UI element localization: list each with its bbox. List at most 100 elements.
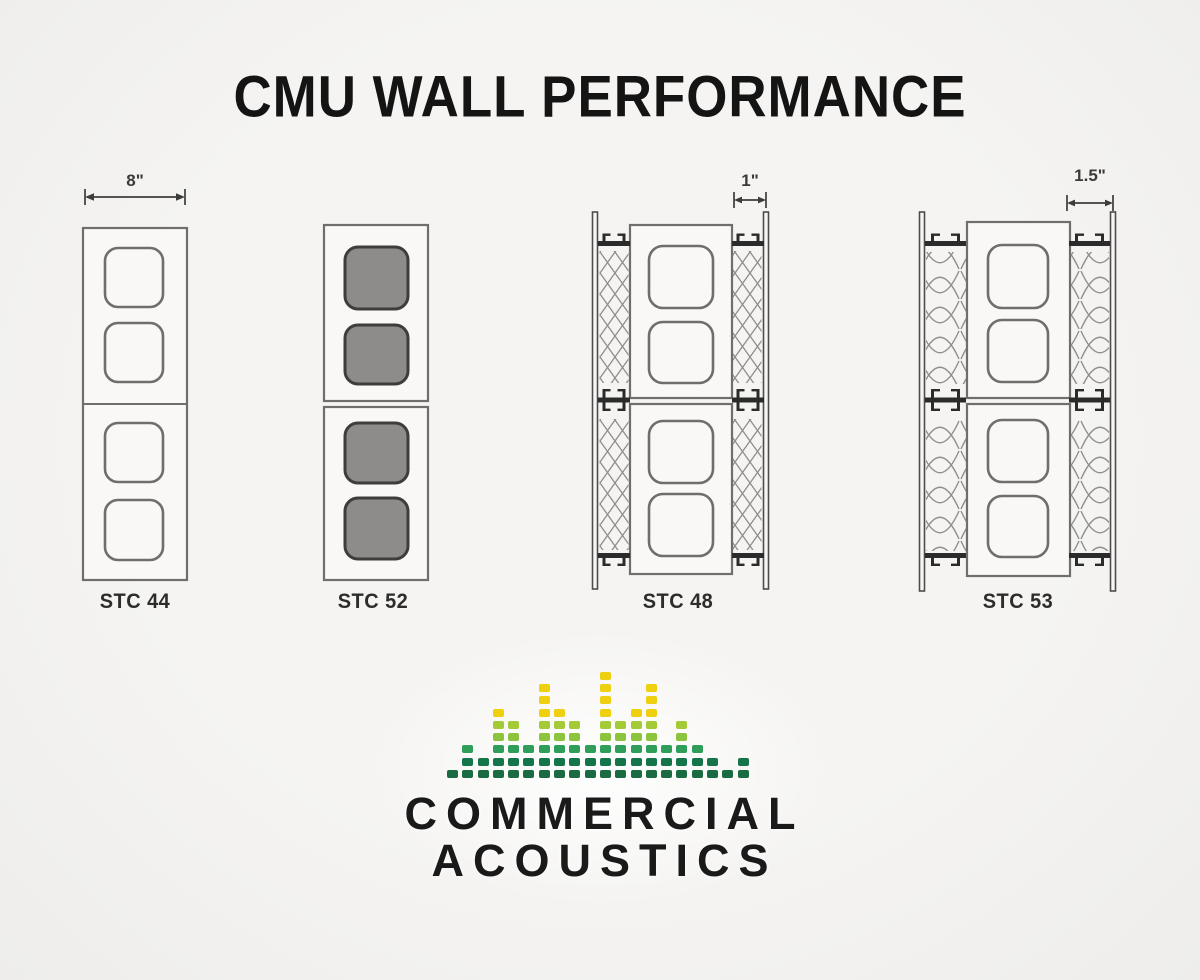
equalizer-bar-segment bbox=[538, 745, 550, 754]
equalizer-bar-segment bbox=[492, 708, 504, 717]
equalizer-bar-segment bbox=[508, 720, 520, 729]
furring-channel bbox=[732, 553, 764, 566]
equalizer-bar-segment bbox=[615, 757, 627, 766]
equalizer-bar-segment bbox=[722, 770, 734, 778]
equalizer-bar-segment bbox=[554, 708, 566, 717]
equalizer-bar-segment bbox=[676, 757, 688, 766]
logo-wordmark-line2: ACOUSTICS bbox=[431, 835, 778, 886]
equalizer-bar-segment bbox=[645, 708, 657, 717]
equalizer-bar-segment bbox=[462, 757, 474, 766]
equalizer-bar-segment bbox=[538, 770, 550, 778]
gypsum-board bbox=[591, 211, 599, 590]
equalizer-bar-segment bbox=[599, 671, 611, 680]
equalizer-bar-segment bbox=[630, 770, 642, 778]
furring-channel bbox=[732, 389, 764, 411]
equalizer-bar-segment bbox=[538, 733, 550, 742]
equalizer-bar-segment bbox=[599, 708, 611, 717]
insulation-batt bbox=[732, 251, 762, 383]
furring-channel bbox=[1069, 233, 1110, 246]
equalizer-bar-segment bbox=[691, 745, 703, 754]
equalizer-bar-segment bbox=[538, 720, 550, 729]
equalizer-bar-segment bbox=[477, 770, 489, 778]
equalizer-bar-segment bbox=[737, 757, 749, 766]
equalizer-bar-segment bbox=[599, 696, 611, 705]
equalizer-bar-segment bbox=[599, 683, 611, 692]
equalizer-bar-segment bbox=[554, 770, 566, 778]
equalizer-bar-segment bbox=[676, 770, 688, 778]
equalizer-bar bbox=[554, 708, 566, 778]
equalizer-bar-segment bbox=[615, 745, 627, 754]
wall-diagram-stc-44 bbox=[81, 189, 189, 582]
equalizer-bar-segment bbox=[584, 745, 596, 754]
gypsum-board bbox=[1109, 211, 1117, 592]
equalizer-bar-segment bbox=[584, 757, 596, 766]
equalizer-bar-segment bbox=[691, 757, 703, 766]
equalizer-bar-segment bbox=[691, 770, 703, 778]
equalizer-bar-segment bbox=[737, 770, 749, 778]
equalizer-bar bbox=[691, 745, 703, 778]
wall-label-stc-48: STC 48 bbox=[642, 590, 714, 613]
equalizer-bar-segment bbox=[645, 683, 657, 692]
equalizer-bar-segment bbox=[492, 733, 504, 742]
page-title: CMU WALL PERFORMANCE bbox=[233, 64, 967, 130]
equalizer-bar-segment bbox=[615, 770, 627, 778]
equalizer-bar-segment bbox=[630, 708, 642, 717]
equalizer-bar-segment bbox=[508, 757, 520, 766]
insulation-batt bbox=[1070, 252, 1109, 384]
dimension-arrow-8in bbox=[84, 189, 186, 205]
equalizer-bar-segment bbox=[523, 757, 535, 766]
equalizer-bar-segment bbox=[538, 683, 550, 692]
dimension-label-1-5in: 1.5" bbox=[1074, 166, 1106, 185]
equalizer-bar-segment bbox=[630, 720, 642, 729]
gypsum-board bbox=[918, 211, 926, 592]
equalizer-bar-segment bbox=[645, 745, 657, 754]
wall-diagram-stc-48 bbox=[591, 192, 770, 590]
insulation-batt bbox=[926, 252, 966, 384]
equalizer-bar-segment bbox=[538, 757, 550, 766]
equalizer-bar-segment bbox=[554, 720, 566, 729]
equalizer-bar-segment bbox=[447, 770, 458, 778]
equalizer-bar-segment bbox=[523, 770, 535, 778]
furring-channel bbox=[925, 233, 966, 246]
furring-channel bbox=[1069, 553, 1110, 566]
equalizer-bar-segment bbox=[630, 733, 642, 742]
furring-channel bbox=[1069, 389, 1110, 411]
equalizer-bar-segment bbox=[661, 770, 673, 778]
equalizer-graphic bbox=[447, 658, 749, 778]
equalizer-bar-segment bbox=[569, 720, 581, 729]
equalizer-bar bbox=[538, 683, 550, 778]
equalizer-bar bbox=[737, 757, 749, 778]
equalizer-bar bbox=[447, 770, 458, 778]
equalizer-bar-segment bbox=[508, 745, 520, 754]
equalizer-bar-segment bbox=[676, 733, 688, 742]
equalizer-bar-segment bbox=[569, 745, 581, 754]
equalizer-bar-segment bbox=[645, 770, 657, 778]
equalizer-bar-segment bbox=[707, 770, 719, 778]
equalizer-bar bbox=[615, 720, 627, 778]
equalizer-bar-segment bbox=[599, 757, 611, 766]
equalizer-bar-segment bbox=[492, 770, 504, 778]
insulation-batt bbox=[926, 420, 966, 551]
equalizer-bar-segment bbox=[523, 745, 535, 754]
equalizer-bar bbox=[523, 745, 535, 778]
equalizer-bar bbox=[508, 720, 520, 778]
furring-channel bbox=[732, 233, 764, 246]
equalizer-bar-segment bbox=[569, 757, 581, 766]
equalizer-bar-segment bbox=[599, 720, 611, 729]
equalizer-bar bbox=[584, 745, 596, 778]
wall-diagram-stc-53 bbox=[918, 195, 1117, 592]
equalizer-bar bbox=[477, 757, 489, 778]
equalizer-bar bbox=[569, 720, 581, 778]
equalizer-bar-segment bbox=[554, 733, 566, 742]
equalizer-bar-segment bbox=[615, 720, 627, 729]
equalizer-bar bbox=[462, 745, 474, 778]
equalizer-bar-segment bbox=[584, 770, 596, 778]
equalizer-bar bbox=[676, 720, 688, 778]
insulation-batt bbox=[1070, 420, 1109, 551]
equalizer-bar-segment bbox=[645, 696, 657, 705]
equalizer-bar-segment bbox=[599, 770, 611, 778]
dimension-label-8in: 8" bbox=[126, 171, 144, 190]
equalizer-bar-segment bbox=[492, 757, 504, 766]
furring-channel bbox=[925, 389, 966, 411]
equalizer-bar-segment bbox=[676, 745, 688, 754]
